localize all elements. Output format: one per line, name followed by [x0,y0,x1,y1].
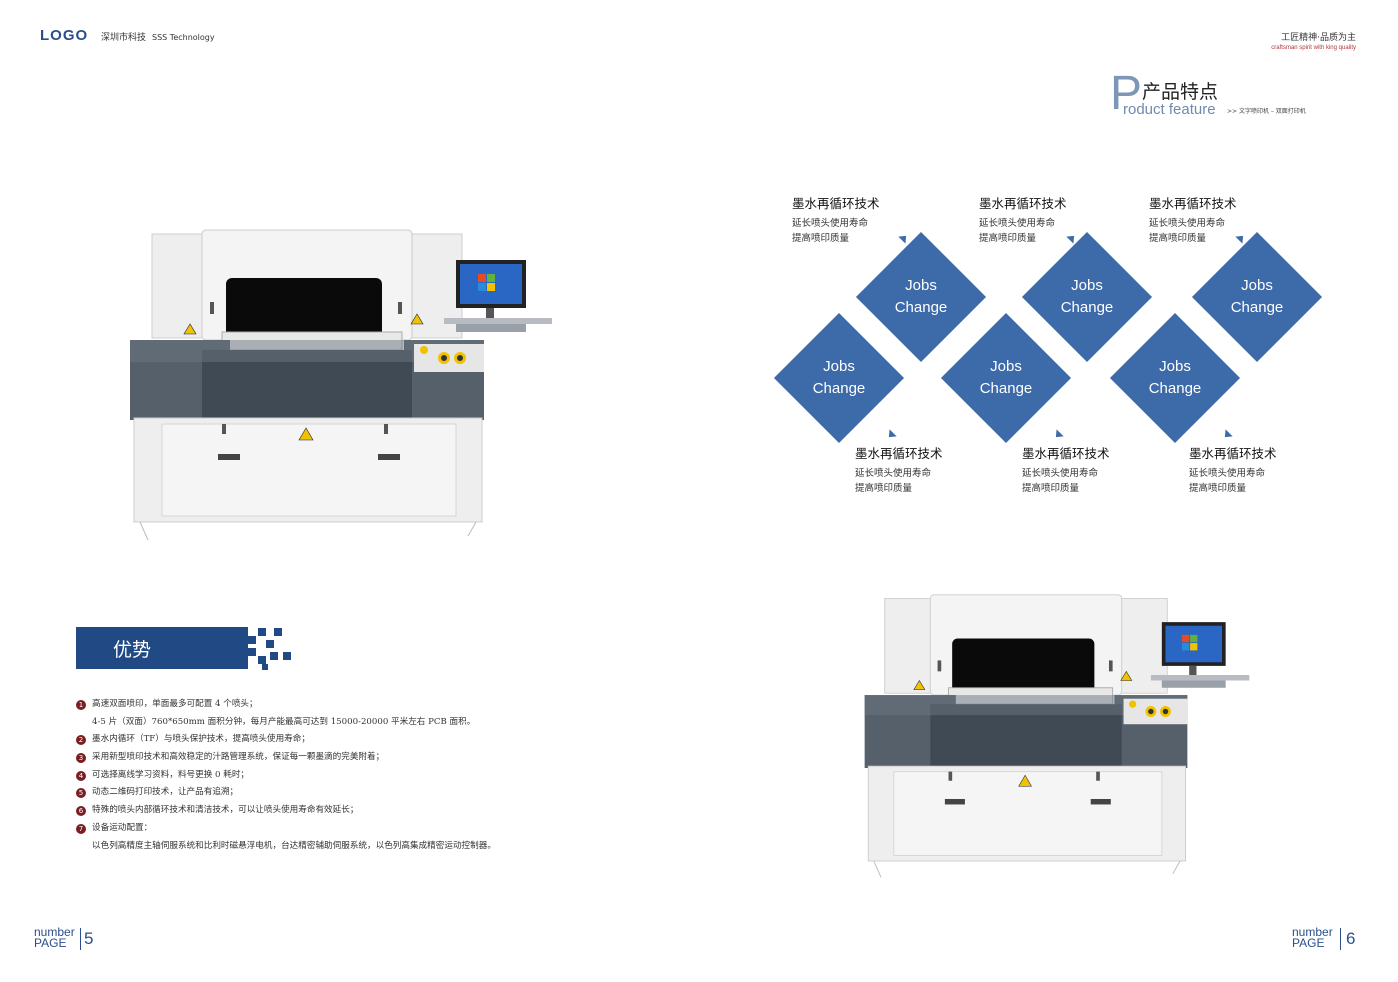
pixel-decoration [258,628,266,636]
company-cn: 深圳市科技 [101,33,147,43]
pixel-decoration [248,636,256,644]
page-word-2: PAGE [1292,936,1325,950]
feature-desc: 延长喷头使用寿命提高喷印质量 [979,218,1056,244]
number-badge: 3 [76,752,86,763]
printer-machine-image [130,229,552,541]
feature-desc: 延长喷头使用寿命提高喷印质量 [792,218,869,244]
advantage-banner [76,627,248,669]
product-feature-initial: P [1110,67,1143,120]
page-word-2: PAGE [34,936,67,950]
feature-top-3: 墨水再循环技术 延长喷头使用寿命提高喷印质量 [1149,193,1237,246]
number-badge: 7 [76,823,86,834]
pixel-decoration [274,628,282,636]
slogan-en: craftsman spirit with king quality [1271,45,1356,51]
slogan-cn: 工匠精神·品质为主 [1281,33,1356,43]
page-word-1: number [34,925,75,939]
pixel-decoration [266,640,274,648]
feature-bottom-3: 墨水再循环技术 延长喷头使用寿命提高喷印质量 [1189,443,1277,496]
feature-bottom-1: 墨水再循环技术 延长喷头使用寿命提高喷印质量 [855,443,943,496]
product-feature-title-cn: 产品特点 [1142,81,1219,103]
feature-desc: 延长喷头使用寿命提高喷印质量 [1149,218,1226,244]
list-item: 以色列高精度主轴伺服系统和比利时磁悬浮电机，台达精密辅助伺服系统，以色列高集成精… [92,840,496,851]
pixel-decoration [283,652,291,660]
feature-title: 墨水再循环技术 [855,446,943,461]
number-badge: 2 [76,735,86,746]
advantage-title: 优势 [113,639,152,661]
pixel-decoration [248,648,256,656]
page-word-1: number [1292,925,1333,939]
feature-desc: 延长喷头使用寿命提高喷印质量 [1189,468,1266,494]
feature-title: 墨水再循环技术 [1022,446,1110,461]
number-badge: 1 [76,699,86,710]
number-badge: 4 [76,770,86,781]
feature-title: 墨水再循环技术 [1149,196,1237,211]
feature-desc: 延长喷头使用寿命提高喷印质量 [855,468,932,494]
company-name: 深圳市科技 SSS Technology [101,30,215,43]
feature-title: 墨水再循环技术 [979,196,1067,211]
printer-machine-image [864,594,1250,878]
feature-top-2: 墨水再循环技术 延长喷头使用寿命提高喷印质量 [979,193,1067,246]
feature-desc: 延长喷头使用寿命提高喷印质量 [1022,468,1099,494]
list-item: 4-5 片（双面）760*650mm 面积分钟，每月产能最高可达到 15000-… [92,716,476,727]
pixel-decoration [270,652,278,660]
page-number-right: number PAGE 6 [1292,925,1362,955]
feature-bottom-2: 墨水再循环技术 延长喷头使用寿命提高喷印质量 [1022,443,1110,496]
feature-top-1: 墨水再循环技术 延长喷头使用寿命提高喷印质量 [792,193,880,246]
page-number: 5 [84,929,94,948]
feature-title: 墨水再循环技术 [1189,446,1277,461]
page-number: 6 [1346,929,1356,948]
product-feature-title-en: roduct feature [1123,101,1216,118]
number-badge: 5 [76,788,86,799]
company-en: SSS Technology [152,33,215,42]
product-feature-subtitle: >> 文字喷印机 – 双面打印机 [1227,108,1306,115]
feature-title: 墨水再循环技术 [792,196,880,211]
pixel-decoration [262,664,268,670]
number-badge: 6 [76,805,86,816]
logo: LOGO [40,27,89,44]
page-number-left: number PAGE 5 [34,925,104,955]
pixel-decoration [258,656,266,664]
